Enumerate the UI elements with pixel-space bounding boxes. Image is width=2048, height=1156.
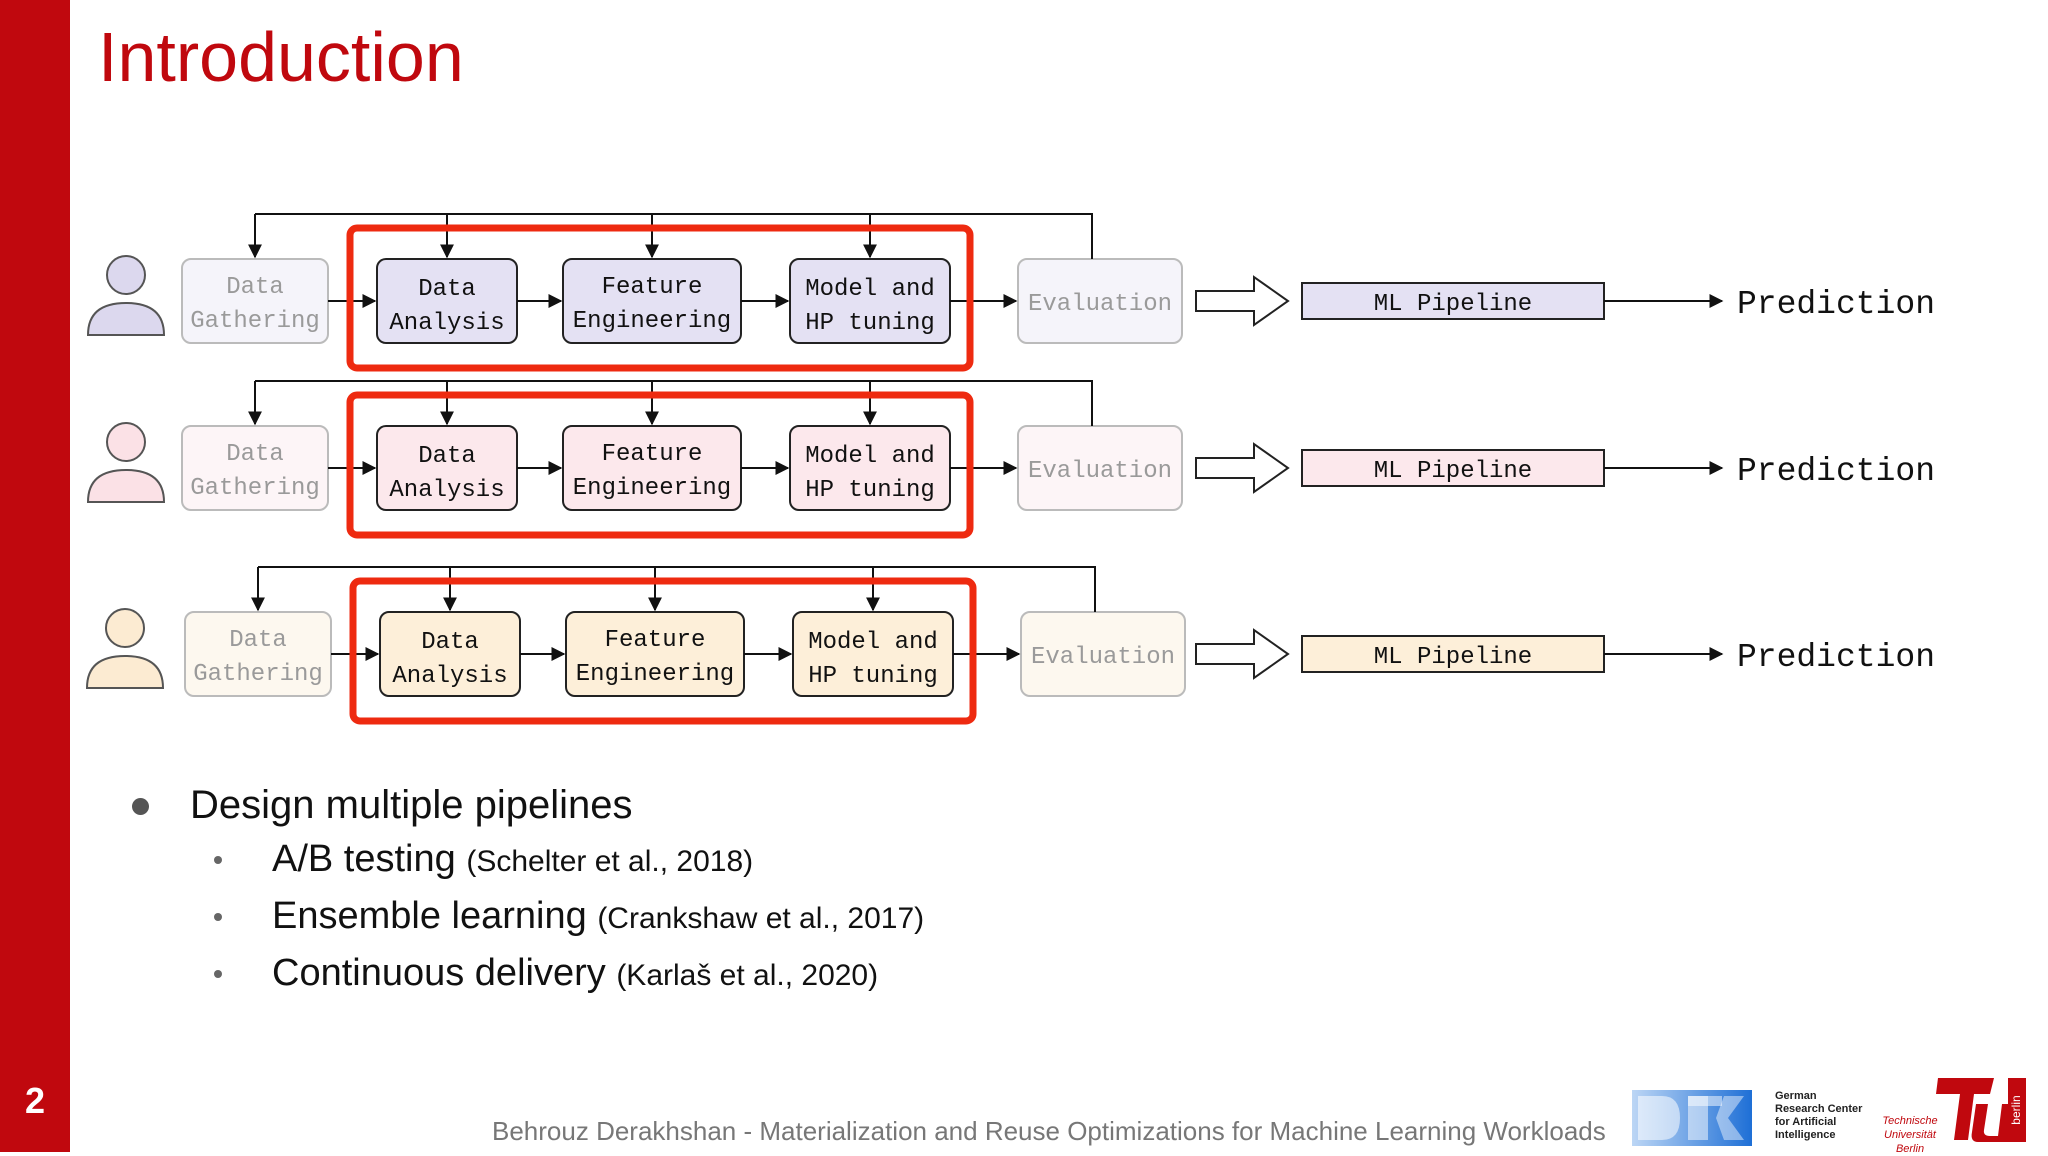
stage-label: Analysis [389,477,504,504]
user-icon-body [85,654,165,689]
bullet-list: Design multiple pipelines A/B testing (S… [130,778,924,1003]
dfki-logo [1632,1090,1752,1146]
stage-label: Data [226,274,284,301]
sub-bullet-text: A/B testing [272,838,456,880]
ml-pipeline-box [1301,635,1605,673]
tu-berlin-logo: berlin [1936,1078,2026,1142]
user-icon [106,255,146,295]
stage-label: HP tuning [808,663,938,690]
stage-label: Evaluation [1031,644,1175,671]
bullet-main-text: Design multiple pipelines [190,783,633,827]
stage-label: Gathering [190,308,320,335]
ml-pipeline-label: ML Pipeline [1374,644,1532,671]
stage-label: Engineering [573,475,731,502]
sub-bullet-citation: (Schelter et al., 2018) [466,845,754,878]
sub-bullet-dot [214,913,222,921]
user-icon [105,608,145,648]
stage-label: Data [421,629,479,656]
stage-label: Model and [805,276,935,303]
slide-number: 2 [24,1080,46,1121]
stage-label: Evaluation [1028,291,1172,318]
highlight-box [346,224,974,372]
result-arrow [1195,442,1290,494]
stage-label: HP tuning [805,477,935,504]
prediction-label: Prediction [1737,639,1935,676]
bullet-main: Design multiple pipelines [130,778,924,832]
prediction-label: Prediction [1737,453,1935,490]
stage-label: Feature [602,441,703,468]
stage-label: HP tuning [805,310,935,337]
user-icon [106,422,146,462]
stage-label: Analysis [392,663,507,690]
stage-label: Model and [808,629,938,656]
feedback-loop [255,380,1093,426]
sub-bullet: Ensemble learning (Crankshaw et al., 201… [130,889,924,946]
stage-label: Data [418,276,476,303]
stage-label: Data [226,441,284,468]
feedback-loop [255,213,1093,259]
bullet-dot [132,798,149,815]
sub-bullet-text: Ensemble learning [272,895,587,937]
dfki-logo-text: German Research Center for Artificial In… [1775,1090,1863,1141]
sub-bullet: A/B testing (Schelter et al., 2018) [130,832,924,889]
stage-evaluation [1017,425,1183,511]
stage-label: Gathering [193,661,323,688]
result-arrow [1195,628,1290,680]
stage-label: Analysis [389,310,504,337]
feedback-loop [258,566,1096,612]
stage-label: Engineering [576,661,734,688]
stage-label: Data [418,443,476,470]
sub-bullet-dot [214,970,222,978]
stage-label: Data [229,627,287,654]
prediction-label: Prediction [1737,286,1935,323]
tu-berlin-tag: berlin [2009,1095,2023,1124]
ml-pipeline-label: ML Pipeline [1374,458,1532,485]
stage-label: Evaluation [1028,458,1172,485]
sidebar-accent [0,0,70,1152]
sub-bullet-dot [214,856,222,864]
sub-bullet: Continuous delivery (Karlaš et al., 2020… [130,946,924,1003]
stage-label: Feature [602,274,703,301]
sub-bullet-citation: (Crankshaw et al., 2017) [597,902,925,935]
highlight-box [346,391,974,539]
stage-label: Engineering [573,308,731,335]
slide-title: Introduction [98,18,464,96]
footer-text: Behrouz Derakhshan - Materialization and… [492,1116,1606,1146]
user-icon-body [86,301,166,336]
stage-label: Feature [605,627,706,654]
result-arrow [1195,275,1290,327]
highlight-box [349,577,977,725]
ml-pipeline-label: ML Pipeline [1374,291,1532,318]
stage-label: Gathering [190,475,320,502]
stage-label: Model and [805,443,935,470]
stage-evaluation [1020,611,1186,697]
sub-bullet-citation: (Karlaš et al., 2020) [616,959,879,992]
stage-evaluation [1017,258,1183,344]
user-icon-body [86,468,166,503]
sub-bullet-text: Continuous delivery [272,952,606,994]
